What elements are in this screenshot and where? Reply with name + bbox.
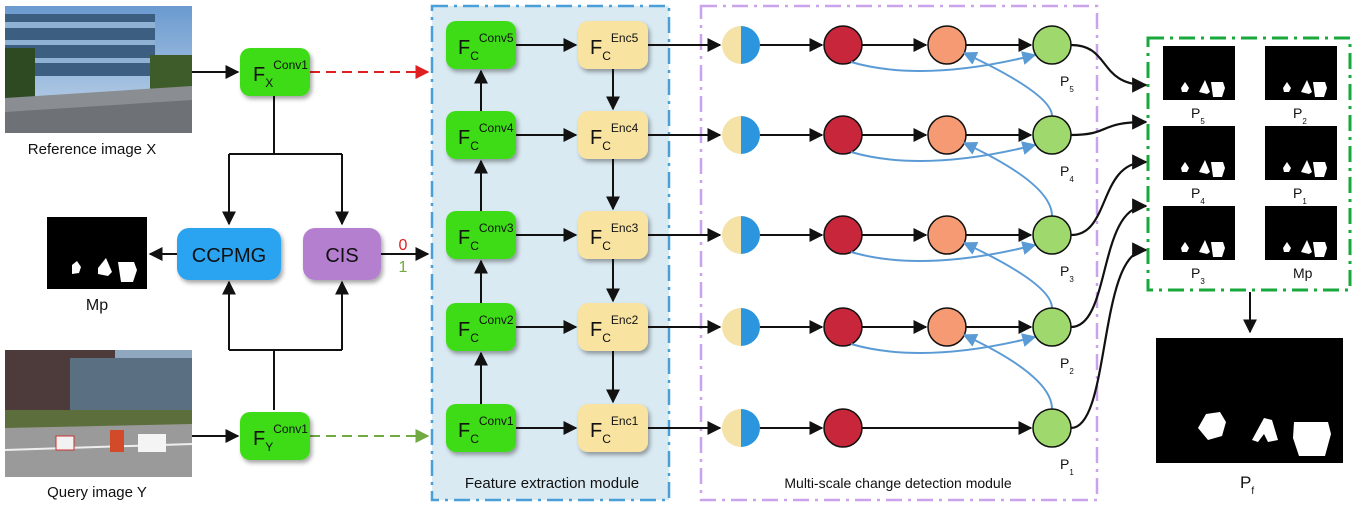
fusion-node-1	[722, 409, 760, 447]
mp-mask-image	[47, 217, 147, 289]
enc3-c-block: FCEnc3	[578, 211, 648, 259]
result-label-2: P4	[1191, 185, 1205, 206]
query-image	[4, 350, 193, 477]
reference-image	[5, 6, 192, 133]
red-node-1	[823, 408, 863, 448]
output-to-results-arrow-2	[1070, 198, 1148, 329]
conv4-c-block: FCConv4	[446, 111, 516, 159]
output-node-5	[1032, 25, 1072, 65]
enc5-c-label: FCEnc5	[590, 31, 639, 63]
conv5-c-block: FCConv5	[446, 21, 516, 69]
result-label-1: P2	[1293, 105, 1307, 126]
results-panel	[1146, 36, 1352, 292]
detection-module-title: Multi-scale change detection module	[784, 475, 1011, 491]
fusion-node-5	[722, 26, 760, 64]
conv1-c-block: FCConv1	[446, 404, 516, 452]
enc1-c-block: FCEnc1	[578, 404, 648, 452]
red-node-3	[823, 215, 863, 255]
enc4-c-block: FCEnc4	[578, 111, 648, 159]
upward-skip-arrow-5	[962, 51, 1053, 117]
orange-node-2	[927, 307, 967, 347]
conv3-c-block: FCConv3	[446, 211, 516, 259]
output-to-results-arrow-1	[1070, 242, 1148, 430]
output-to-results-arrow-5	[1070, 43, 1148, 93]
red-node-4	[823, 115, 863, 155]
output-node-1	[1032, 408, 1072, 448]
cis-block: CIS	[303, 228, 381, 280]
skip-arrow-red-5	[850, 51, 1037, 72]
output-label-5: P5	[1060, 73, 1074, 94]
enc2-c-label: FCEnc2	[590, 313, 639, 345]
fusion-node-3	[722, 216, 760, 254]
fusion-node-2	[722, 308, 760, 346]
result-label-0: P5	[1191, 105, 1205, 126]
output-label-3: P3	[1060, 263, 1074, 284]
fusion-node-4	[722, 116, 760, 154]
orange-node-4	[927, 115, 967, 155]
orange-node-5	[927, 25, 967, 65]
conv5-c-label: FCConv5	[458, 31, 514, 63]
upward-skip-arrow-4	[962, 141, 1053, 217]
result-mask-p2	[1265, 46, 1337, 100]
output-label-1: P1	[1060, 456, 1074, 477]
enc3-c-label: FCEnc3	[590, 221, 639, 253]
final-mask-pf	[1156, 338, 1343, 463]
cis-output-0: 0	[399, 237, 408, 254]
output-label-2: P2	[1060, 355, 1074, 376]
enc5-c-block: FCEnc5	[578, 21, 648, 69]
skip-arrow-red-3	[850, 241, 1037, 262]
conv3-c-label: FCConv3	[458, 221, 514, 253]
svg-text:CIS: CIS	[325, 245, 358, 267]
mp-caption: Mp	[86, 297, 108, 314]
red-node-2	[823, 307, 863, 347]
result-mask-p3	[1163, 206, 1235, 260]
enc2-c-block: FCEnc2	[578, 303, 648, 351]
cis-output-1: 1	[399, 259, 408, 276]
orange-node-3	[927, 215, 967, 255]
output-label-4: P4	[1060, 163, 1074, 184]
skip-arrow-red-2	[850, 333, 1037, 354]
ccpmg-block: CCPMG	[177, 228, 281, 280]
result-mask-p4	[1163, 126, 1235, 180]
result-mask-p1	[1265, 126, 1337, 180]
svg-text:CCPMG: CCPMG	[192, 245, 266, 267]
enc4-c-label: FCEnc4	[590, 121, 639, 153]
skip-arrow-red-4	[850, 141, 1037, 162]
output-to-results-arrow-4	[1070, 114, 1148, 137]
output-to-results-arrow-3	[1070, 154, 1148, 237]
result-mask-p5	[1163, 46, 1235, 100]
output-node-4	[1032, 115, 1072, 155]
red-node-5	[823, 25, 863, 65]
result-mask-mp	[1265, 206, 1337, 260]
final-mask-label: Pf	[1240, 473, 1254, 497]
conv1-c-label: FCConv1	[458, 414, 514, 446]
upward-skip-arrow-2	[962, 333, 1053, 410]
query-image-caption: Query image Y	[47, 484, 147, 501]
output-node-3	[1032, 215, 1072, 255]
result-label-4: P3	[1191, 265, 1205, 286]
output-node-2	[1032, 307, 1072, 347]
enc1-c-label: FCEnc1	[590, 414, 639, 446]
result-label-5: Mp	[1293, 265, 1313, 281]
reference-image-caption: Reference image X	[28, 141, 156, 158]
conv2-c-label: FCConv2	[458, 313, 514, 345]
change-detection-panel	[699, 4, 1099, 502]
feature-module-title: Feature extraction module	[465, 475, 639, 492]
conv4-c-label: FCConv4	[458, 121, 514, 153]
upward-skip-arrow-3	[962, 241, 1053, 309]
svg-text:FYConv1: FYConv1	[253, 422, 308, 454]
conv2-c-block: FCConv2	[446, 303, 516, 351]
result-label-3: P1	[1293, 185, 1307, 206]
conv1-y-block: FYConv1	[240, 412, 310, 460]
svg-text:FXConv1: FXConv1	[253, 58, 308, 90]
conv1-x-block: FXConv1	[240, 48, 310, 96]
